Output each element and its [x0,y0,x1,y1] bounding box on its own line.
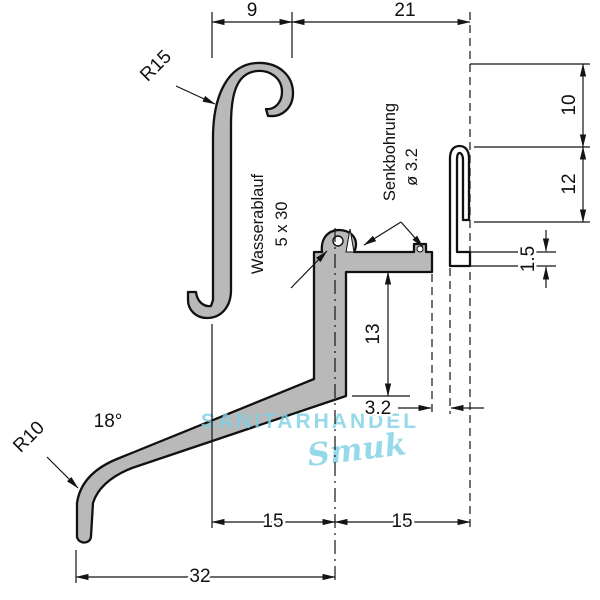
dim-right-lower-label: 1.5 [518,246,539,272]
dim-bottom-left-label: 15 [262,511,283,532]
dim-bottom-right-label: 15 [391,511,412,532]
profile-lower-section [75,228,434,544]
dim-top-left-label: 9 [247,0,258,21]
dim-slot-label: 3.2 [365,398,391,419]
dim-overall-width-label: 32 [189,566,210,587]
dim-right-middle-label: 12 [559,173,580,194]
dim-right-upper-label: 10 [559,94,580,115]
profile-upper-section [186,61,295,320]
dim-mid-vertical-label: 13 [363,323,384,344]
radius-bottom-label: R10 [9,417,48,456]
radius-top-label: R15 [136,46,175,85]
leader-line-counterbore-right [400,221,424,248]
counterbore-label-line1: Senkbohrung [381,103,399,201]
leader-line-counterbore-left [363,221,402,246]
counterbore-hole [416,245,424,253]
dim-top-right-label: 21 [394,0,415,21]
watermark-shop-name: SANITARHANDEL [201,410,419,433]
watermark-signature: Smuk [305,426,408,474]
frame-leg-section [448,144,472,268]
screw-channel-slot [345,228,355,253]
leader-line-r15 [175,85,216,105]
drain-label-line1: Wasserablauf [249,173,267,274]
angle-label: 18° [94,411,123,432]
leader-line-drain [290,250,328,289]
leader-line-r10 [46,456,79,489]
counterbore-label-line2: ø 3.2 [403,148,421,186]
drain-label-line2: 5 x 30 [273,202,291,247]
